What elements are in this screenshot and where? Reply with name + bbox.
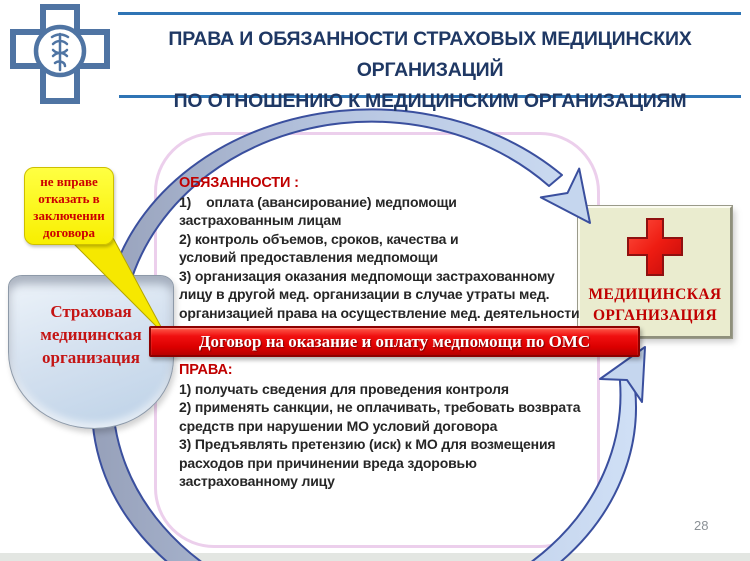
text-line: 1) оплата (авансирование) медпомощи — [179, 193, 457, 210]
text-line: не вправе — [40, 174, 98, 189]
obligations-lines: 1) оплата (авансирование) медпомощи застр… — [179, 193, 580, 323]
text-line: организацией права на осуществление мед.… — [179, 304, 580, 321]
rights-header: ПРАВА: — [179, 362, 233, 378]
obligations-header: ОБЯЗАННОСТИ : — [179, 175, 299, 191]
text-line: 3) Предъявлять претензию (иск) к МО для … — [179, 436, 556, 452]
medical-cross-caduceus-logo-icon — [10, 4, 110, 104]
text-line: условий предоставления медпомощи — [179, 249, 438, 265]
obligations-block: ОБЯЗАННОСТИ : 1) оплата (авансирование) … — [179, 174, 580, 323]
red-cross-icon — [625, 216, 685, 283]
medical-organization-label: МЕДИЦИНСКАЯ ОРГАНИЗАЦИЯ — [588, 286, 722, 324]
text-line: застрахованным лицам — [179, 212, 342, 228]
title-line-1: ПРАВА И ОБЯЗАННОСТИ СТРАХОВЫХ МЕДИЦИНСКИ… — [168, 28, 692, 81]
page-number: 28 — [694, 518, 709, 533]
text-line: лицу в другой мед. организации в случае … — [179, 286, 550, 302]
header-rule-top — [118, 12, 741, 15]
rights-block: ПРАВА: 1) получать сведения для проведен… — [179, 361, 581, 491]
text-line: 2) применять санкции, не оплачивать, тре… — [179, 399, 581, 415]
bottom-strip — [0, 553, 750, 561]
text-line: 3) организация оказания медпомощи застра… — [179, 267, 555, 284]
no-refusal-callout: не вправе отказать в заключении договора — [24, 167, 114, 245]
text-line: застрахованному лицу — [179, 473, 335, 489]
text-line: договора — [43, 225, 95, 240]
text-line: 2) контроль объемов, сроков, качества и — [179, 230, 459, 247]
contract-banner: Договор на оказание и оплату медпомощи п… — [149, 326, 640, 357]
text-line: 1) получать сведения для проведения конт… — [179, 380, 509, 397]
title-line-2: ПО ОТНОШЕНИЮ К МЕДИЦИНСКИМ ОРГАНИЗАЦИЯМ — [173, 90, 687, 112]
text-line: средств при нарушении МО условий договор… — [179, 417, 498, 434]
medical-organization-box: МЕДИЦИНСКАЯ ОРГАНИЗАЦИЯ — [578, 206, 732, 338]
rights-lines: 1) получать сведения для проведения конт… — [179, 380, 581, 491]
text-line: расходов при причинении вреда здоровью — [179, 454, 477, 471]
text-line: заключении — [33, 208, 105, 223]
slide-title: ПРАВА И ОБЯЗАННОСТИ СТРАХОВЫХ МЕДИЦИНСКИ… — [128, 24, 732, 117]
text-line: отказать в — [38, 191, 100, 206]
header-rule-bottom — [119, 95, 741, 98]
contract-banner-text: Договор на оказание и оплату медпомощи п… — [198, 331, 591, 351]
